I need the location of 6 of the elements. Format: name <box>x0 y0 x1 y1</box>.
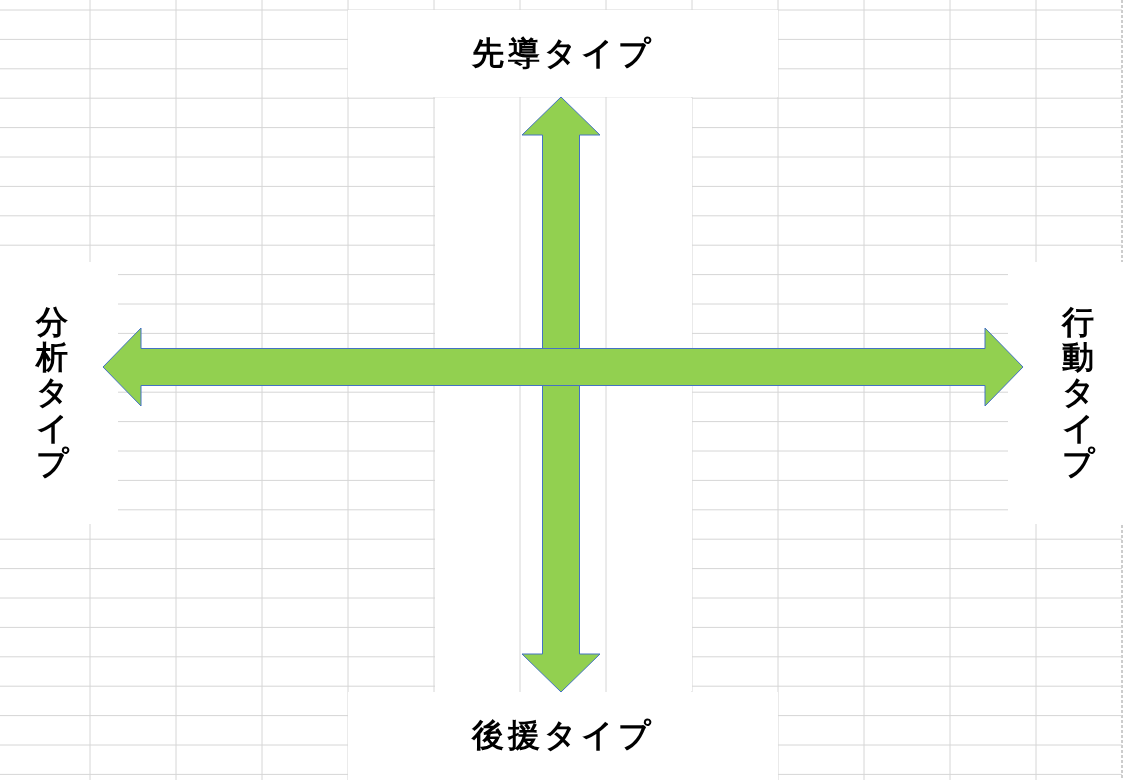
double-arrow <box>521 96 601 693</box>
type-label: 行動タイプ <box>1061 305 1094 481</box>
type-label: 後援タイプ <box>471 715 655 756</box>
double-arrow <box>102 327 1024 407</box>
type-label: 先導タイプ <box>471 32 655 74</box>
type-label: 分析タイプ <box>35 305 68 481</box>
